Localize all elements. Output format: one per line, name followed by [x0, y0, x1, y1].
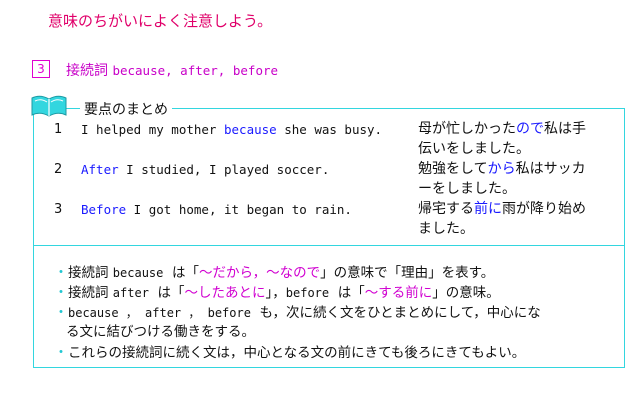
summary-divider: [34, 245, 624, 246]
bullet-dot-icon: ・: [54, 265, 68, 281]
bullet-item: ・これらの接続詞に続く文は，中心となる文の前にきても後ろにきてもよい。: [54, 345, 526, 361]
example-number: 3: [54, 202, 63, 217]
summary-title: 要点のまとめ: [80, 99, 172, 119]
bullet-item: ・接続詞 because は「～だから，～なので」の意味で「理由」を表す。: [54, 265, 495, 281]
example-english: After I studied, I played soccer.: [81, 162, 330, 177]
bullet-dot-icon: ・: [54, 345, 68, 361]
example-japanese: 母が忙しかったので私は手 伝いをしました。: [418, 121, 586, 157]
bullet-item: ・because ， after ， before も，次に続く文をひとまとめに…: [54, 305, 541, 321]
open-book-icon: [31, 95, 67, 117]
example-japanese: 帰宅する前に雨が降り始め ました。: [418, 201, 586, 237]
bullet-dot-icon: ・: [54, 305, 68, 321]
bullet-dot-icon: ・: [54, 285, 68, 301]
example-number: 2: [54, 162, 63, 177]
example-english: I helped my mother because she was busy.: [81, 122, 383, 137]
summary-box: [33, 108, 625, 368]
example-english: Before I got home, it began to rain.: [81, 202, 352, 217]
section-title-en: because, after, before: [112, 63, 279, 78]
section-title-ja: 接続詞: [66, 63, 108, 79]
section-title: 接続詞 because, after, before: [66, 60, 278, 80]
bullet-item: ・接続詞 after は「～したあとに」，before は「～する前に」の意味。: [54, 285, 500, 301]
bullet-item-continued: る文に結びつける働きをする。: [66, 324, 255, 340]
example-number: 1: [54, 122, 63, 137]
section-number-box: 3: [32, 60, 50, 78]
example-japanese: 勉強をしてから私はサッカ ーをしました。: [418, 161, 586, 197]
caution-text: 意味のちがいによく注意しよう。: [48, 12, 273, 30]
